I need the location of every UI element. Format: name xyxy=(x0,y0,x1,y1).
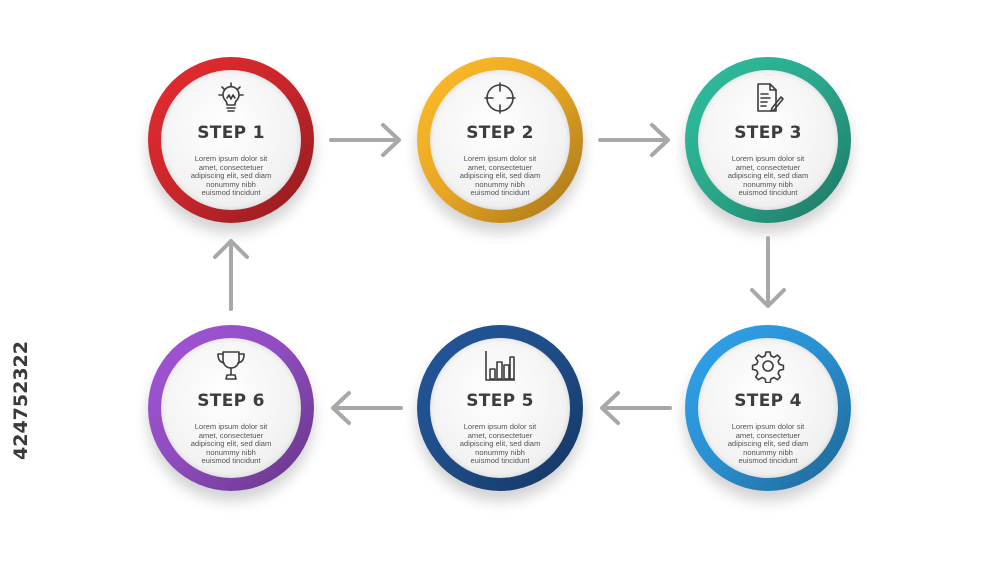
step-6-circle: STEP 6 Lorem ipsum dolor sit amet, conse… xyxy=(148,325,314,491)
step-6-title: STEP 6 xyxy=(197,391,265,411)
step-2-desc-line: nonummy nibh xyxy=(475,179,525,189)
step-6-desc-line: nonummy nibh xyxy=(206,447,256,457)
step-2-description: Lorem ipsum dolor sit amet, consectetuer… xyxy=(450,154,550,198)
step-6-description: Lorem ipsum dolor sit amet, consectetuer… xyxy=(181,422,281,466)
step-3-inner: STEP 3 Lorem ipsum dolor sit amet, conse… xyxy=(698,70,838,210)
step-5-desc-line: Lorem ipsum dolor sit xyxy=(463,422,537,431)
arrow-left-icon xyxy=(600,391,672,425)
step-5-desc-line: amet, consectetuer xyxy=(467,430,533,440)
step-4-desc-line: euismod tincidunt xyxy=(738,456,798,466)
arrow-right-icon xyxy=(598,123,670,157)
step-6-inner: STEP 6 Lorem ipsum dolor sit amet, conse… xyxy=(161,338,301,478)
step-1-desc-line: adipiscing elit, sed diam xyxy=(190,171,272,181)
watermark-stock-id: 424752322 xyxy=(10,100,34,460)
step-1-desc-line: Lorem ipsum dolor sit xyxy=(194,154,268,163)
step-6-desc-line: Lorem ipsum dolor sit xyxy=(194,422,268,431)
step-1-title: STEP 1 xyxy=(197,123,265,143)
step-2-title: STEP 2 xyxy=(466,123,534,143)
step-4-circle: STEP 4 Lorem ipsum dolor sit amet, conse… xyxy=(685,325,851,491)
step-3-desc-line: euismod tincidunt xyxy=(738,188,798,198)
step-6-desc-line: amet, consectetuer xyxy=(198,430,264,440)
step-3-desc-line: adipiscing elit, sed diam xyxy=(727,171,809,181)
step-5-desc-line: adipiscing elit, sed diam xyxy=(459,439,541,449)
step-1-inner: STEP 1 Lorem ipsum dolor sit amet, conse… xyxy=(161,70,301,210)
step-3-desc-line: Lorem ipsum dolor sit xyxy=(731,154,805,163)
document-edit-icon xyxy=(757,83,784,112)
step-1-desc-line: euismod tincidunt xyxy=(201,188,261,198)
step-6-desc-line: euismod tincidunt xyxy=(201,456,261,466)
step-2-desc-line: amet, consectetuer xyxy=(467,162,533,172)
step-4-desc-line: nonummy nibh xyxy=(743,447,793,457)
arrow-down-icon xyxy=(750,236,786,308)
step-1-description: Lorem ipsum dolor sit amet, consectetuer… xyxy=(181,154,281,198)
step-5-desc-line: euismod tincidunt xyxy=(470,456,530,466)
step-4-title: STEP 4 xyxy=(734,391,802,411)
step-5-description: Lorem ipsum dolor sit amet, consectetuer… xyxy=(450,422,550,466)
step-3-circle: STEP 3 Lorem ipsum dolor sit amet, conse… xyxy=(685,57,851,223)
step-2-inner: STEP 2 Lorem ipsum dolor sit amet, conse… xyxy=(430,70,570,210)
gear-icon xyxy=(751,351,785,383)
step-5-circle: STEP 5 Lorem ipsum dolor sit amet, conse… xyxy=(417,325,583,491)
target-icon xyxy=(484,82,516,114)
lightbulb-icon xyxy=(218,82,244,112)
step-5-title: STEP 5 xyxy=(466,391,534,411)
arrow-right-icon xyxy=(329,123,401,157)
step-4-desc-line: adipiscing elit, sed diam xyxy=(727,439,809,449)
step-3-title: STEP 3 xyxy=(734,123,802,143)
step-6-desc-line: adipiscing elit, sed diam xyxy=(190,439,272,449)
step-2-desc-line: euismod tincidunt xyxy=(470,188,530,198)
step-3-desc-line: nonummy nibh xyxy=(743,179,793,189)
step-2-circle: STEP 2 Lorem ipsum dolor sit amet, conse… xyxy=(417,57,583,223)
step-3-description: Lorem ipsum dolor sit amet, consectetuer… xyxy=(718,154,818,198)
step-2-desc-line: Lorem ipsum dolor sit xyxy=(463,154,537,163)
step-4-inner: STEP 4 Lorem ipsum dolor sit amet, conse… xyxy=(698,338,838,478)
arrow-up-icon xyxy=(213,239,249,311)
step-1-desc-line: amet, consectetuer xyxy=(198,162,264,172)
arrow-left-icon xyxy=(331,391,403,425)
step-4-desc-line: amet, consectetuer xyxy=(735,430,801,440)
bar-chart-icon xyxy=(485,351,515,381)
step-4-description: Lorem ipsum dolor sit amet, consectetuer… xyxy=(718,422,818,466)
step-1-circle: STEP 1 Lorem ipsum dolor sit amet, conse… xyxy=(148,57,314,223)
step-2-desc-line: adipiscing elit, sed diam xyxy=(459,171,541,181)
watermark-id-text: 424752322 xyxy=(10,341,32,460)
trophy-icon xyxy=(217,351,245,380)
step-5-inner: STEP 5 Lorem ipsum dolor sit amet, conse… xyxy=(430,338,570,478)
step-5-desc-line: nonummy nibh xyxy=(475,447,525,457)
step-3-desc-line: amet, consectetuer xyxy=(735,162,801,172)
step-4-desc-line: Lorem ipsum dolor sit xyxy=(731,422,805,431)
step-1-desc-line: nonummy nibh xyxy=(206,179,256,189)
